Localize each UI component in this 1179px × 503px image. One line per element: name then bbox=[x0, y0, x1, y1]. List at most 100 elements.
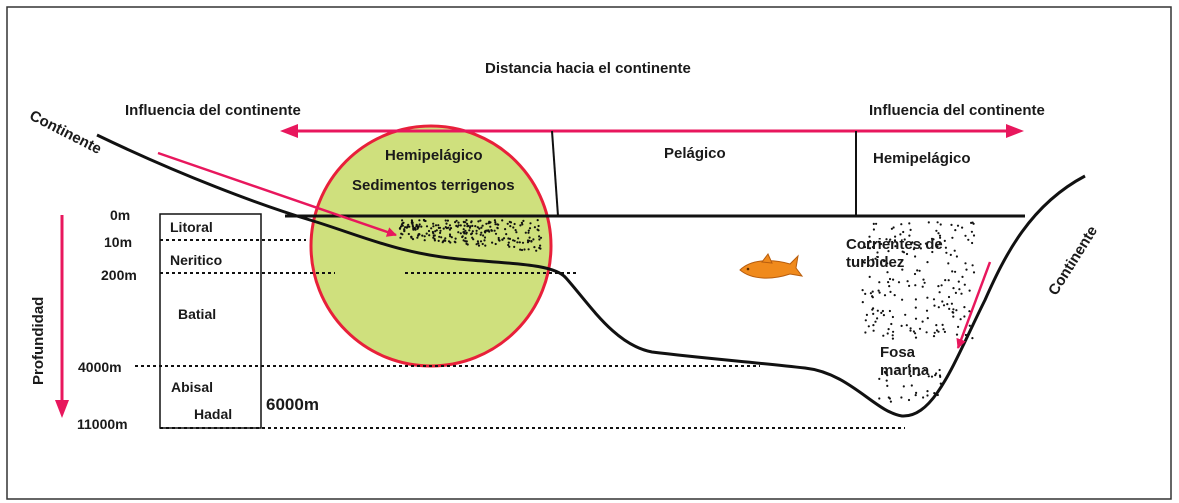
sediment-dot bbox=[957, 280, 960, 283]
sediment-dot bbox=[934, 374, 937, 377]
sediment-dot bbox=[528, 227, 532, 230]
sediment-dot bbox=[938, 368, 941, 372]
sediment-dot bbox=[891, 334, 894, 337]
sediment-dot bbox=[879, 242, 883, 246]
sediment-dot bbox=[484, 231, 487, 234]
sediment-dot bbox=[902, 251, 906, 254]
sediment-dot bbox=[955, 309, 958, 312]
sediment-dot bbox=[403, 229, 406, 232]
sediment-dot bbox=[523, 248, 526, 251]
sediment-dot bbox=[401, 222, 404, 225]
sediment-dot bbox=[418, 233, 421, 236]
sediment-dot bbox=[915, 391, 918, 394]
sediment-dot bbox=[474, 225, 477, 228]
sediment-dot bbox=[948, 307, 951, 310]
sediment-dot bbox=[416, 236, 419, 239]
sediment-dot bbox=[938, 291, 941, 294]
sediment-dot bbox=[909, 329, 912, 332]
sediment-dot bbox=[448, 224, 452, 227]
sediment-dot bbox=[466, 243, 469, 246]
sediment-dot bbox=[494, 221, 497, 224]
marine-trench-label: Fosa marina bbox=[880, 344, 930, 379]
sediment-dot bbox=[887, 328, 890, 331]
sediment-dot bbox=[946, 303, 949, 306]
sediment-dot bbox=[494, 242, 497, 246]
sediment-dot bbox=[420, 225, 423, 228]
sediment-dot bbox=[438, 235, 441, 238]
pelagic-label: Pelágico bbox=[664, 145, 726, 162]
sediment-dot bbox=[910, 241, 914, 244]
sediment-dot bbox=[408, 225, 411, 228]
sediment-dot bbox=[890, 322, 893, 326]
terrigenous-input-arrow bbox=[157, 151, 397, 237]
sediment-dot bbox=[889, 290, 892, 293]
sediment-dot bbox=[529, 222, 532, 225]
sediment-dot bbox=[506, 222, 509, 225]
sediment-dot bbox=[450, 236, 453, 239]
sediment-dot bbox=[457, 231, 460, 234]
sediment-dot bbox=[959, 318, 962, 321]
sediment-dot bbox=[438, 226, 442, 229]
sediment-dot bbox=[936, 245, 939, 248]
sediment-dot bbox=[930, 237, 934, 240]
sediment-dot bbox=[415, 225, 418, 228]
sediment-dot bbox=[476, 240, 479, 243]
sediment-dot bbox=[894, 371, 897, 374]
sediment-dot bbox=[877, 289, 880, 292]
sediment-dot bbox=[434, 230, 437, 233]
sediment-dot bbox=[971, 241, 974, 245]
sediment-dot bbox=[972, 234, 976, 237]
sediment-dot bbox=[868, 240, 872, 243]
zone-neritico: Neritico bbox=[170, 252, 223, 268]
sediment-dot bbox=[904, 313, 907, 316]
sediment-dot bbox=[462, 221, 466, 224]
sediment-dot bbox=[494, 232, 498, 235]
sediment-dot bbox=[454, 221, 457, 224]
sediment-dot bbox=[410, 235, 413, 238]
sediment-dot bbox=[871, 290, 874, 293]
sediment-dot bbox=[942, 304, 946, 307]
sediment-dot bbox=[526, 239, 530, 242]
sediment-dot bbox=[465, 240, 468, 243]
sediment-dot bbox=[965, 268, 968, 271]
sediment-dot bbox=[431, 230, 434, 234]
sediment-dot bbox=[399, 236, 402, 239]
sediment-dot bbox=[524, 231, 527, 234]
sediment-dot bbox=[914, 255, 917, 258]
sediment-dot bbox=[530, 240, 533, 243]
sediment-dot bbox=[509, 225, 512, 228]
sediment-dot bbox=[963, 283, 966, 286]
sediment-dot bbox=[418, 219, 421, 222]
sediment-dot bbox=[490, 229, 493, 232]
sediment-dot bbox=[923, 281, 926, 284]
sediment-dot bbox=[411, 238, 415, 241]
sediment-dot bbox=[476, 226, 479, 229]
sediment-dot bbox=[871, 258, 874, 261]
sediment-dot bbox=[501, 238, 504, 241]
sediment-dot bbox=[497, 238, 500, 241]
sediment-dot bbox=[909, 228, 912, 231]
depth-200m: 200m bbox=[101, 267, 137, 283]
sediment-dot bbox=[950, 223, 953, 226]
sediment-dot bbox=[864, 319, 867, 322]
sediment-dot bbox=[514, 229, 517, 232]
sediment-dot bbox=[961, 275, 964, 278]
sediment-dot bbox=[480, 231, 483, 234]
sediment-dot bbox=[926, 394, 929, 397]
sediment-dot bbox=[479, 240, 483, 243]
sediment-dot bbox=[447, 226, 450, 229]
sediment-dot bbox=[944, 246, 948, 249]
sediment-dot bbox=[922, 396, 925, 399]
sediment-dot bbox=[906, 280, 909, 283]
sediment-dot bbox=[937, 330, 940, 333]
sediment-dot bbox=[437, 239, 440, 242]
sediment-dot bbox=[930, 375, 934, 378]
sediment-dot bbox=[893, 239, 897, 242]
sediment-dot bbox=[507, 243, 510, 247]
sediment-dot bbox=[964, 234, 967, 237]
sediment-dot bbox=[889, 400, 893, 403]
sediment-dot bbox=[876, 255, 879, 259]
sediment-dot bbox=[477, 244, 481, 247]
sediment-dot bbox=[502, 237, 506, 240]
sediment-dot bbox=[939, 236, 942, 239]
